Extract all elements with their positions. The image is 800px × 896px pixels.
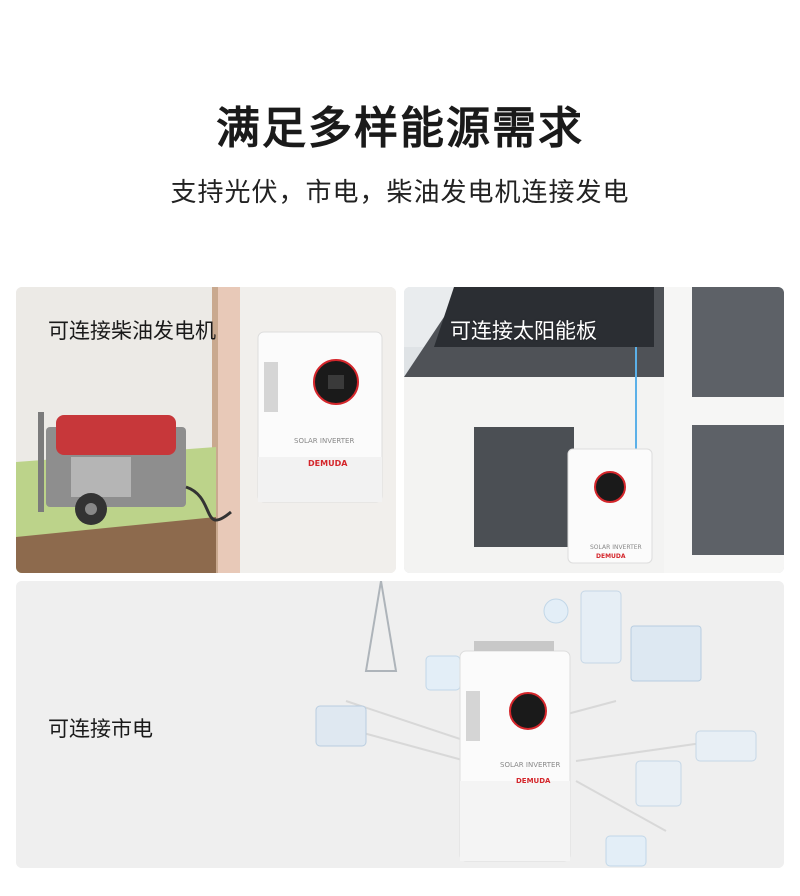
solar-panel-card: 可连接太阳能板 SOLAR INVERTER DEMUDA (404, 287, 784, 573)
solar-caption: 可连接太阳能板 (450, 319, 597, 343)
generator-illustration (16, 287, 396, 573)
generator-panel: 可连接柴油发电机 SOLAR INVERTER DEMUDA (16, 287, 396, 573)
inverter-brand: DEMUDA (308, 459, 348, 468)
inverter-model-label: SOLAR INVERTER (500, 761, 561, 769)
grid-caption: 可连接市电 (48, 717, 153, 741)
inverter-model-label: SOLAR INVERTER (590, 544, 642, 551)
inverter-brand: DEMUDA (596, 553, 626, 560)
house-illustration (404, 287, 784, 573)
generator-caption: 可连接柴油发电机 (48, 319, 216, 343)
grid-illustration (16, 581, 784, 868)
inverter-model-label: SOLAR INVERTER (294, 437, 355, 445)
inverter-brand: DEMUDA (516, 777, 551, 785)
grid-panel: 可连接市电 SOLAR INVERTER DEMUDA (16, 581, 784, 868)
page-subtitle: 支持光伏，市电，柴油发电机连接发电 (170, 178, 630, 208)
page-title: 满足多样能源需求 (216, 103, 584, 154)
